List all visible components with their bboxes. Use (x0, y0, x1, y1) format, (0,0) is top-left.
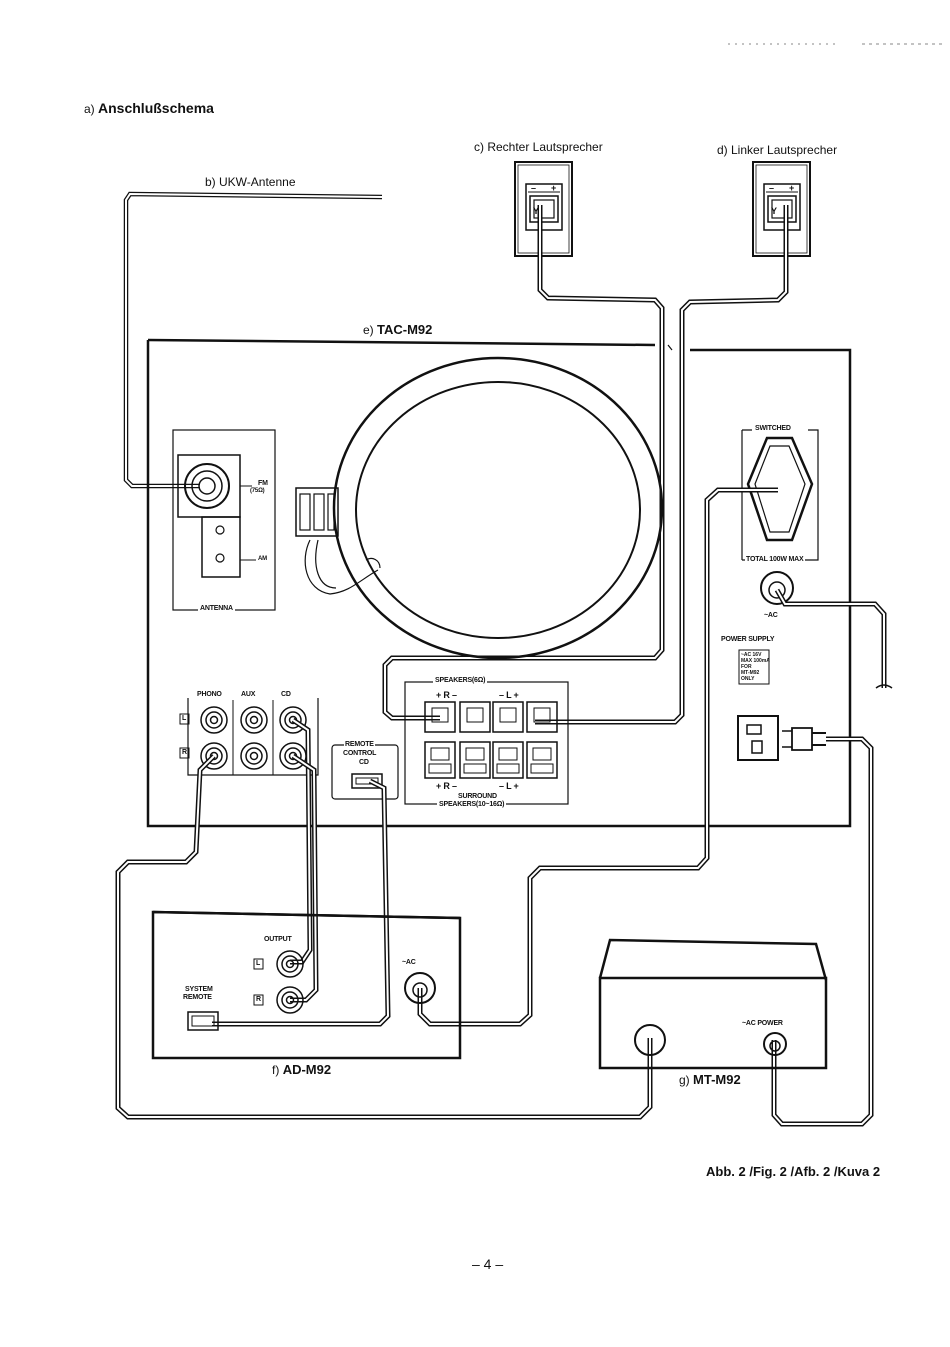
am-label: AM (258, 556, 267, 562)
rating-line-2: MAX 100mA (741, 658, 770, 664)
right-speaker-label: c) Rechter Lautsprecher (474, 140, 603, 154)
svg-text:–: – (769, 183, 774, 193)
mains-cord (774, 588, 893, 689)
cassette-ac-label: ~AC (402, 959, 416, 966)
remote-label-2: CONTROL (343, 750, 377, 757)
switched-label: SWITCHED (753, 425, 793, 432)
ac-power-label: ~AC POWER (742, 1020, 783, 1027)
rating-line-5: ONLY (741, 676, 755, 682)
rating-line-4: MT-M92 (741, 670, 760, 676)
svg-text:Y: Y (533, 206, 539, 216)
tuner-prefix: g) (679, 1073, 690, 1087)
power-rating: ~AC 16V MAX 100mA FOR MT-M92 ONLY (741, 652, 770, 682)
page-number: – 4 – (472, 1256, 504, 1272)
fm-antenna-label: b) UKW-Antenne (205, 175, 296, 189)
cassette-prefix: f) (272, 1063, 280, 1077)
spk-polarity-bot-left: + R – (436, 781, 457, 791)
remote-cd-label: CD (359, 759, 369, 766)
system-remote-label-2: REMOTE (183, 994, 212, 1001)
svg-text:–: – (531, 183, 536, 193)
switched-ac-cable (417, 487, 778, 1027)
receiver-name: TAC-M92 (377, 322, 433, 337)
tuner-signal-cable (115, 754, 653, 1120)
remote-cable (212, 778, 391, 1027)
power-supply-cable (771, 736, 874, 1127)
remote-label-1: REMOTE (344, 741, 375, 748)
phono-label: PHONO (196, 691, 223, 698)
rating-line-3: FOR (741, 664, 752, 670)
switched-ac-outlet (741, 429, 819, 561)
tuner-label: g) MT-M92 (679, 1072, 741, 1087)
surround-label: SURROUND (458, 793, 497, 800)
system-remote-label-1: SYSTEM (185, 986, 213, 993)
svg-text:+: + (789, 183, 794, 193)
section-title-text: Anschlußschema (98, 100, 214, 116)
cd-output-cables (290, 717, 319, 1003)
total-max-label: TOTAL 100W MAX (745, 556, 805, 563)
input-jacks (179, 698, 319, 776)
fm-label: FM (258, 480, 268, 487)
speakers-label: SPEAKERS(6Ω) (433, 677, 488, 684)
antenna-label: ANTENNA (198, 605, 235, 612)
cassette-label: f) AD-M92 (272, 1062, 331, 1077)
fm-ohm-label: (75Ω) (250, 488, 265, 494)
svg-text:+: + (551, 183, 556, 193)
left-speaker (752, 161, 811, 257)
input-r-label: R (182, 749, 187, 756)
surround-speakers-label: SPEAKERS(10~16Ω) (437, 801, 507, 808)
right-speaker (514, 161, 573, 257)
receiver-ac-inlet (760, 571, 794, 605)
tuner-unit (598, 938, 828, 1070)
left-speaker-label: d) Linker Lautsprecher (717, 143, 838, 157)
receiver-ac-label: ~AC (764, 612, 778, 619)
receiver-label: e) TAC-M92 (363, 322, 432, 337)
fm-antenna-wire (123, 191, 383, 489)
power-supply-label: POWER SUPPLY (721, 636, 775, 643)
antenna-terminal (172, 429, 276, 611)
receiver-panel (146, 338, 852, 828)
figure-caption: Abb. 2 /Fig. 2 /Afb. 2 /Kuva 2 (706, 1164, 881, 1179)
receiver-prefix: e) (363, 323, 374, 337)
rating-line-1: ~AC 16V (741, 652, 762, 658)
receiver-circular-opening (332, 356, 664, 660)
cassette-name: AD-M92 (282, 1062, 332, 1077)
section-prefix: a) (84, 102, 95, 116)
spk-polarity-top-right: – L + (499, 690, 519, 700)
speaker-terminals (404, 681, 569, 805)
svg-text:Y: Y (771, 206, 777, 216)
spk-polarity-top-left: + R – (436, 690, 457, 700)
cd-label: CD (280, 691, 292, 698)
spk-polarity-bot-right: – L + (499, 781, 519, 791)
speaker-cables (382, 205, 789, 725)
receiver-connector-block (295, 487, 381, 595)
output-r-label: R (256, 996, 261, 1003)
aux-label: AUX (240, 691, 257, 698)
cassette-panel (151, 910, 462, 1060)
tuner-name: MT-M92 (693, 1072, 741, 1087)
output-label: OUTPUT (264, 936, 292, 943)
output-l-label: L (256, 960, 261, 967)
input-l-label: L (182, 715, 187, 722)
power-supply-outlet (737, 649, 826, 761)
section-title: a) Anschlußschema (84, 100, 214, 116)
